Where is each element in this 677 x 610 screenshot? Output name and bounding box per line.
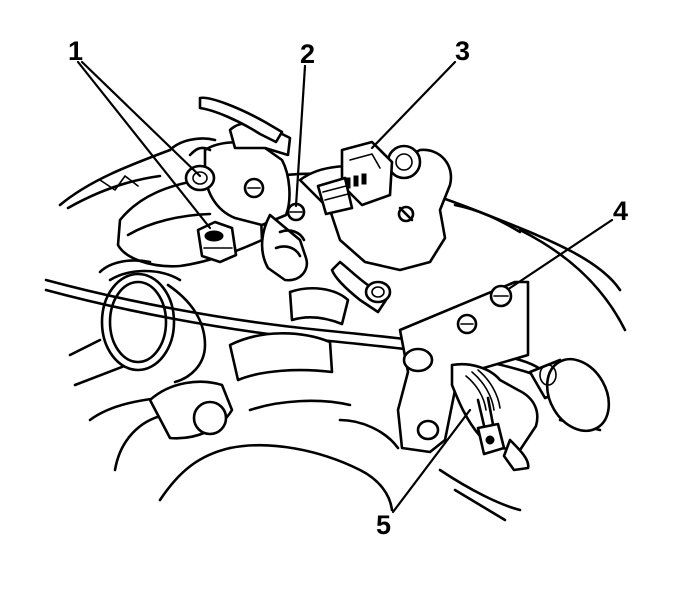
sensor-fastener <box>243 177 306 222</box>
callout-leader-1 <box>76 60 212 230</box>
callout-leader-1b <box>80 60 202 178</box>
lower-pipework <box>148 286 350 440</box>
throttle-body <box>116 121 292 268</box>
callout-label-4: 4 <box>613 196 628 226</box>
electrical-connector <box>316 140 394 216</box>
callout-labels: 1 2 3 4 5 <box>68 36 628 540</box>
callout-leader-3 <box>370 60 457 150</box>
idle-air-control-valve <box>196 220 238 264</box>
callout-leaders <box>76 60 614 514</box>
callout-label-3: 3 <box>455 36 470 66</box>
callout-leader-5 <box>391 408 472 514</box>
vacuum-hoses <box>198 96 392 314</box>
wiring-harness-connector <box>450 362 539 472</box>
callout-label-5: 5 <box>376 510 391 540</box>
callout-leader-2 <box>294 64 307 208</box>
callout-leader-4 <box>508 218 614 290</box>
callout-label-1: 1 <box>68 36 83 66</box>
routed-cable <box>44 278 611 433</box>
callout-label-2: 2 <box>300 39 315 69</box>
